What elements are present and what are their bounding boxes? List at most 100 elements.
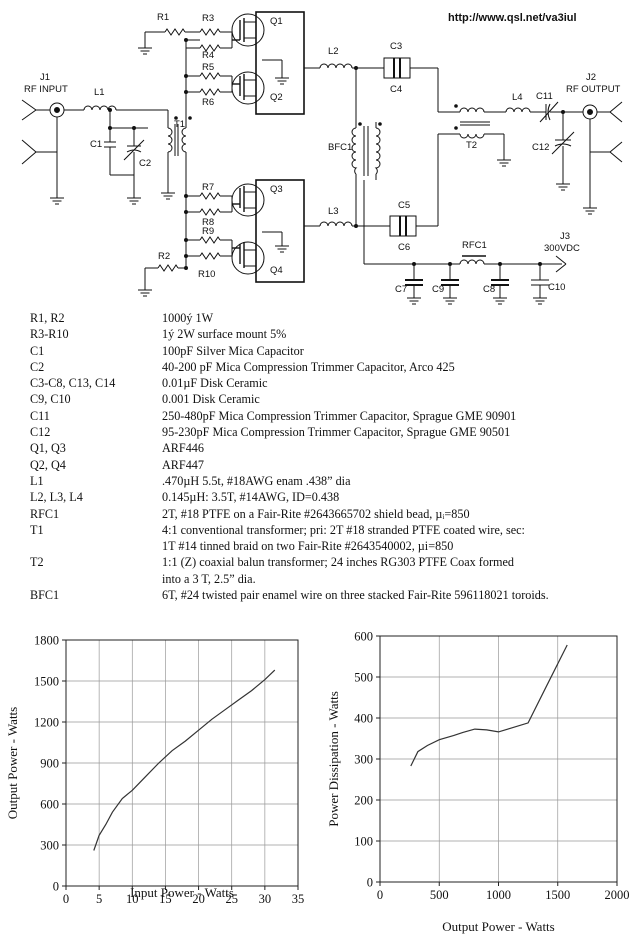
x-tick-label: 5 (96, 892, 102, 906)
label-r4: R4 (202, 50, 214, 61)
part-ref: Q1, Q3 (30, 441, 66, 456)
part-ref: T2 (30, 555, 44, 570)
x-tick-label: 25 (225, 892, 238, 906)
part-desc: 6T, #24 twisted pair enamel wire on thre… (162, 588, 549, 603)
parts-row: C2 40-200 pF Mica Compression Trimmer Cap… (30, 359, 630, 375)
label-c1: C1 (90, 139, 102, 150)
x-axis-label: Input Power - Watts (130, 885, 234, 900)
label-c10: C10 (548, 282, 565, 293)
part-desc: 250-480pF Mica Compression Trimmer Capac… (162, 408, 517, 423)
part-desc: 1:1 (Z) coaxial balun transformer; 24 in… (162, 555, 515, 586)
x-tick-label: 0 (63, 892, 69, 906)
label-q4: Q4 (270, 265, 283, 276)
label-c8: C8 (483, 284, 495, 295)
y-tick-label: 900 (40, 757, 59, 771)
part-desc: ARF446 (162, 441, 204, 456)
part-desc: ARF447 (162, 457, 204, 472)
part-ref: C12 (30, 425, 51, 440)
label-r7: R7 (202, 182, 214, 193)
label-l3: L3 (328, 206, 339, 217)
part-ref: R3-R10 (30, 327, 69, 342)
part-desc: 95-230pF Mica Compression Trimmer Capaci… (162, 425, 511, 440)
part-ref: L2, L3, L4 (30, 490, 83, 505)
schematic-url: http://www.qsl.net/va3iul (448, 12, 577, 24)
x-tick-label: 15 (159, 892, 172, 906)
label-j2: J2 (586, 72, 596, 83)
y-tick-label: 100 (354, 835, 373, 849)
plot-frame (379, 635, 618, 883)
label-vdc: 300VDC (544, 243, 580, 254)
part-ref: Q2, Q4 (30, 457, 66, 472)
parts-row: L2, L3, L4 0.145µH: 3.5T, #14AWG, ID=0.43… (30, 489, 630, 505)
label-r8: R8 (202, 217, 214, 228)
label-rf-input: RF INPUT (24, 84, 68, 95)
part-desc: 0.145µH: 3.5T, #14AWG, ID=0.438 (162, 490, 340, 505)
part-desc: 40-200 pF Mica Compression Trimmer Capac… (162, 359, 455, 374)
x-tick-label: 35 (292, 892, 305, 906)
label-c5: C5 (398, 200, 410, 211)
y-axis-label: Output Power - Watts (5, 707, 20, 819)
part-desc: 0.01µF Disk Ceramic (162, 376, 268, 391)
x-tick-label: 20 (192, 892, 205, 906)
label-j3: J3 (560, 231, 570, 242)
label-c2: C2 (139, 158, 151, 169)
x-tick-label: 10 (126, 892, 139, 906)
part-ref: C2 (30, 359, 45, 374)
part-ref: C9, C10 (30, 392, 71, 407)
x-tick-label: 0 (377, 888, 383, 902)
label-r10: R10 (198, 269, 215, 280)
y-tick-label: 1800 (34, 634, 59, 648)
y-tick-label: 300 (40, 839, 59, 853)
label-r6: R6 (202, 97, 214, 108)
part-ref: L1 (30, 473, 44, 488)
label-q2: Q2 (270, 92, 283, 103)
part-ref: C1 (30, 343, 45, 358)
x-axis-label: Output Power - Watts (442, 919, 554, 934)
x-tick-label: 500 (430, 888, 449, 902)
parts-row: C1 100pF Silver Mica Capacitor (30, 343, 630, 359)
part-desc: 4:1 conventional transformer; pri: 2T #1… (162, 522, 525, 554)
label-r9: R9 (202, 226, 214, 237)
y-tick-label: 400 (354, 712, 373, 726)
label-l2: L2 (328, 46, 339, 57)
label-c9: C9 (432, 284, 444, 295)
y-tick-label: 600 (354, 630, 373, 644)
label-c6: C6 (398, 242, 410, 253)
x-tick-label: 2000 (605, 888, 630, 902)
part-ref: C11 (30, 408, 50, 423)
label-j1: J1 (40, 72, 50, 83)
label-r3: R3 (202, 13, 214, 24)
parts-row: L1.470µH 5.5t, #18AWG enam .438” dia (30, 473, 630, 489)
amplifier-schematic: http://www.qsl.net/va3iul J1 RF INPUT L1… (21, 11, 623, 305)
part-desc: 100pF Silver Mica Capacitor (162, 343, 304, 358)
series-line (410, 644, 568, 767)
parts-row: C12 95-230pF Mica Compression Trimmer Cap… (30, 424, 630, 440)
y-axis-label: Power Dissipation - Watts (326, 691, 341, 827)
label-r1: R1 (157, 12, 169, 23)
x-tick-label: 1500 (545, 888, 570, 902)
series-line (93, 669, 276, 851)
y-tick-label: 500 (354, 671, 373, 685)
part-ref: RFC1 (30, 506, 60, 521)
parts-row: Q1, Q3 ARF446 (30, 440, 630, 456)
label-bfc1: BFC1 (328, 142, 352, 153)
label-l4: L4 (512, 92, 523, 103)
label-r5: R5 (202, 62, 214, 73)
label-rfc1: RFC1 (462, 240, 487, 251)
y-tick-label: 0 (53, 880, 59, 894)
parts-row: Q2, Q4 ARF447 (30, 457, 630, 473)
label-rf-output: RF OUTPUT (566, 84, 621, 95)
y-tick-label: 0 (367, 876, 373, 890)
y-tick-label: 600 (40, 798, 59, 812)
part-ref: R1, R2 (30, 311, 65, 325)
label-l1: L1 (94, 87, 105, 98)
